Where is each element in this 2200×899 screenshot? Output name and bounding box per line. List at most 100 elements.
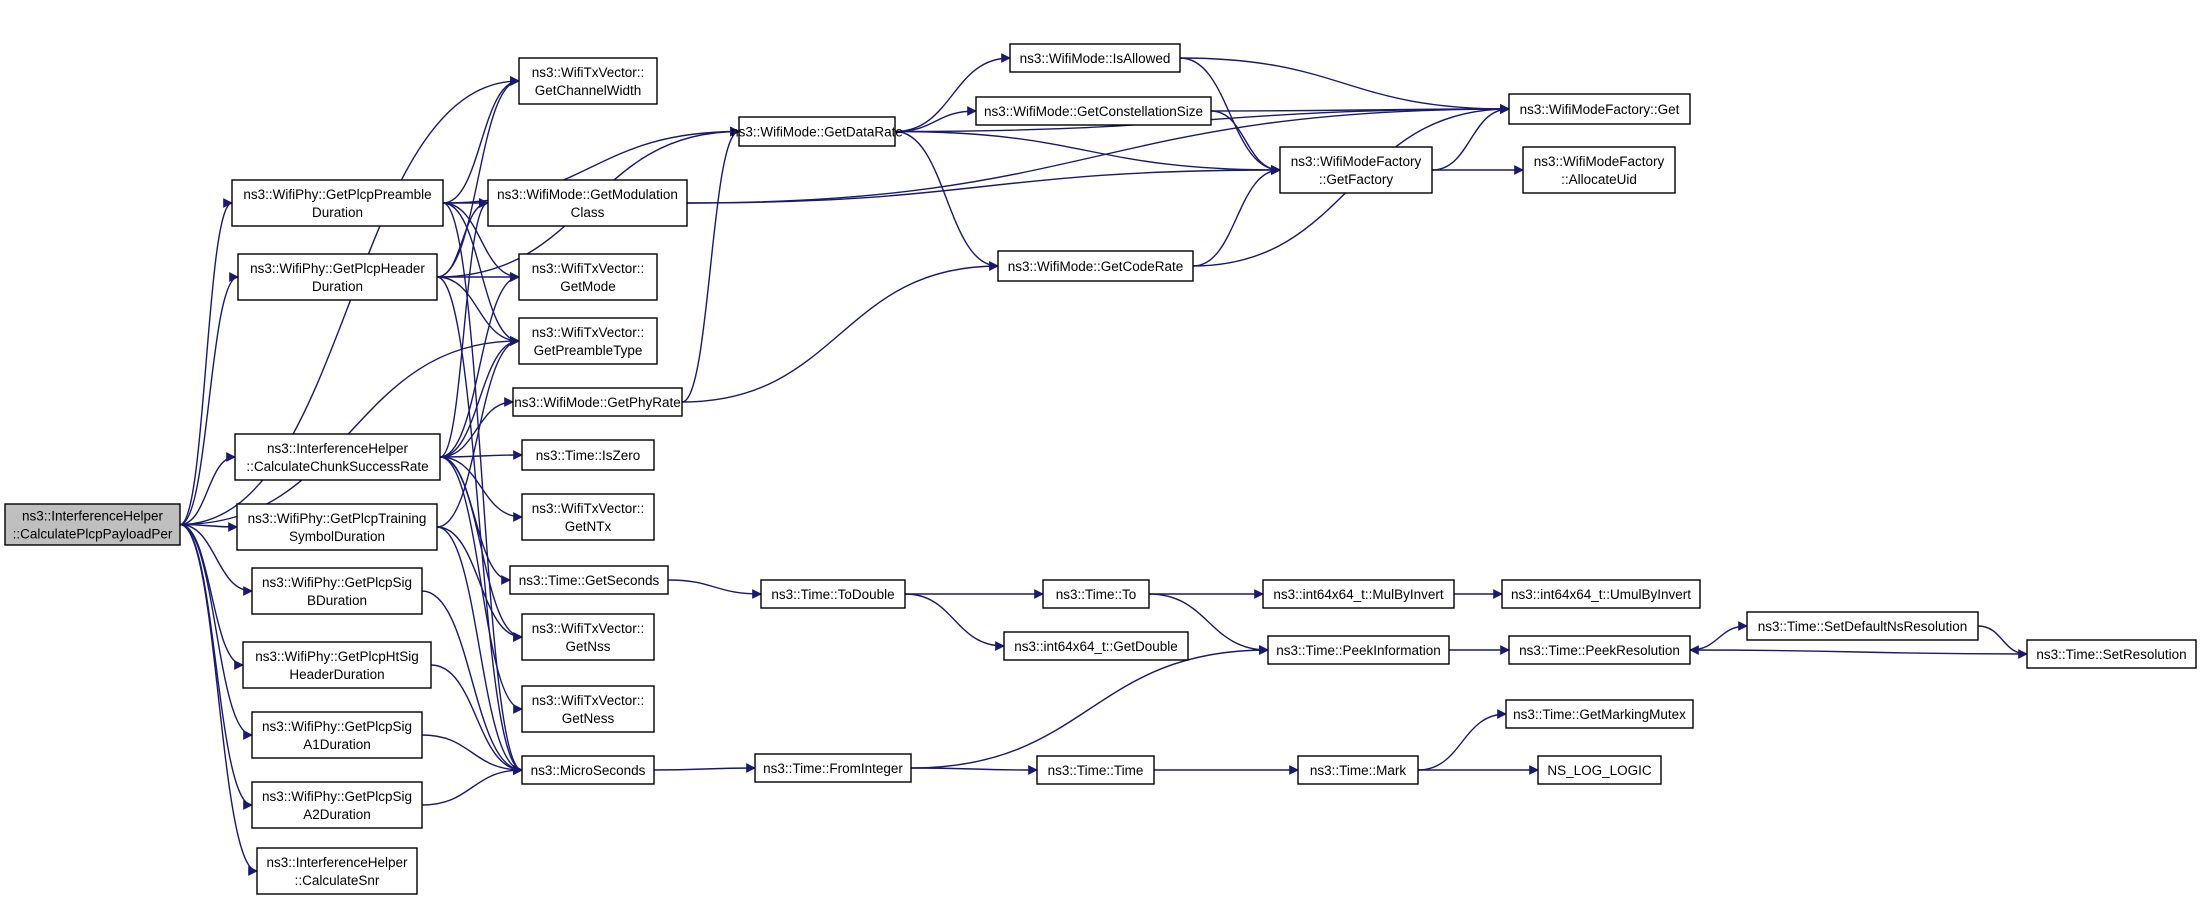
node-ns3-int64x64-t-umulbyinvert[interactable]: ns3::int64x64_t::UmulByInvert: [1501, 579, 1701, 609]
node-box: [521, 755, 655, 785]
node-label: ns3::WifiMode::IsAllowed: [1020, 51, 1171, 66]
node-ns3-wifimode-getdatarate[interactable]: ns3::WifiMode::GetDataRate: [731, 116, 903, 147]
node-label: ns3::Time::IsZero: [536, 448, 641, 463]
node-label: Duration: [312, 205, 363, 220]
edge-n21-to-n26: [894, 130, 999, 271]
node-label: ns3::WifiPhy::GetPlcpSig: [262, 719, 412, 734]
node-ns3-wifitxvector-getmode[interactable]: ns3::WifiTxVector::GetMode: [518, 253, 658, 301]
node-ns3-wifimode-getconstellationsize[interactable]: ns3::WifiMode::GetConstellationSize: [975, 96, 1212, 126]
node-label: ::AllocateUid: [1561, 172, 1637, 187]
node-box: [251, 567, 423, 615]
node-ns3-interferencehelper-calculateplcppayloadper[interactable]: ns3::InterferenceHelper::CalculatePlcpPa…: [4, 503, 181, 546]
node-box: [1009, 43, 1181, 73]
edge-root-to-n4: [179, 272, 239, 526]
edge-root-to-n1: [179, 76, 520, 526]
edge-n7-to-n26: [681, 261, 999, 403]
node-ns3-wifitxvector-getntx[interactable]: ns3::WifiTxVector::GetNTx: [521, 493, 655, 541]
node-ns3-wifitxvector-getnss[interactable]: ns3::WifiTxVector::GetNss: [521, 613, 655, 661]
node-label: ns3::InterferenceHelper: [22, 509, 164, 524]
node-ns3-time-getmarkingmutex[interactable]: ns3::Time::GetMarkingMutex: [1505, 699, 1694, 729]
node-ns3-time-setresolution[interactable]: ns3::Time::SetResolution: [2026, 639, 2197, 669]
node-ns3-time-frominteger[interactable]: ns3::Time::FromInteger: [754, 753, 912, 783]
node-label: ns3::WifiTxVector::: [532, 325, 645, 340]
node-ns3-int64x64-t-mulbyinvert[interactable]: ns3::int64x64_t::MulByInvert: [1262, 579, 1455, 609]
node-label: ns3::WifiPhy::GetPlcpTraining: [248, 511, 427, 526]
node-label: ns3::Time::GetMarkingMutex: [1513, 707, 1686, 722]
node-label: GetNTx: [565, 519, 612, 534]
node-ns3-wifimodefactory-allocateuid[interactable]: ns3::WifiModeFactory::AllocateUid: [1522, 146, 1676, 194]
edge-n18-to-n23: [653, 763, 756, 773]
edge-n25-to-n30: [1210, 104, 1510, 114]
node-ns3-wifimode-isallowed[interactable]: ns3::WifiMode::IsAllowed: [1009, 43, 1181, 73]
node-label: ns3::WifiTxVector::: [532, 261, 645, 276]
node-label: A2Duration: [303, 807, 371, 822]
node-label: ns3::WifiPhy::GetPlcpSig: [262, 575, 412, 590]
node-ns3-wifimodefactory-get[interactable]: ns3::WifiModeFactory::Get: [1508, 93, 1691, 125]
node-box: [4, 503, 181, 546]
node-label: ::CalculatePlcpPayloadPer: [13, 527, 173, 542]
node-box: [518, 253, 658, 301]
node-label: ns3::WifiModeFactory: [1534, 154, 1665, 169]
node-ns3-interferencehelper-calculatesnr[interactable]: ns3::InterferenceHelper::CalculateSnr: [256, 847, 418, 895]
node-label: ns3::Time::GetSeconds: [519, 573, 660, 588]
node-label: ns3::int64x64_t::GetDouble: [1014, 639, 1178, 654]
edge-n4-to-n6: [436, 276, 520, 346]
node-box: [512, 387, 683, 417]
edge-root-to-n17: [179, 523, 253, 740]
edge-n26-to-n31: [1192, 165, 1281, 267]
edge-n8-to-n14: [439, 456, 523, 642]
node-ns3-time-to[interactable]: ns3::Time::To: [1042, 579, 1150, 609]
node-ns3-microseconds[interactable]: ns3::MicroSeconds: [521, 755, 655, 785]
edge-n15-to-n18: [430, 664, 523, 775]
node-ns3-wifiphy-getplcptraining-symbolduration[interactable]: ns3::WifiPhy::GetPlcpTrainingSymbolDurat…: [236, 503, 438, 551]
node-ns3-time-mark[interactable]: ns3::Time::Mark: [1297, 755, 1419, 785]
node-label: ns3::WifiTxVector::: [532, 693, 645, 708]
node-ns3-wifimode-getcoderate[interactable]: ns3::WifiMode::GetCodeRate: [997, 250, 1194, 282]
node-ns3-wifitxvector-getchannelwidth[interactable]: ns3::WifiTxVector::GetChannelWidth: [518, 57, 658, 105]
node-ns3-time-peekinformation[interactable]: ns3::Time::PeekInformation: [1267, 635, 1450, 665]
node-label: GetNss: [565, 639, 610, 654]
nodes-layer: ns3::InterferenceHelper::CalculatePlcpPa…: [4, 43, 2197, 895]
node-box: [738, 116, 896, 147]
edge-n21-to-n31: [894, 130, 1281, 175]
node-ns3-interferencehelper-calculatechunksuccessrate[interactable]: ns3::InterferenceHelper::CalculateChunkS…: [234, 433, 441, 481]
node-label: Duration: [312, 279, 363, 294]
node-label: A1Duration: [303, 737, 371, 752]
node-label: ns3::int64x64_t::MulByInvert: [1273, 587, 1444, 602]
edge-n8-to-n3: [439, 198, 489, 458]
node-ns3-time-todouble[interactable]: ns3::Time::ToDouble: [760, 579, 906, 609]
node-ns3-wifimode-getphyrate[interactable]: ns3::WifiMode::GetPhyRate: [512, 387, 683, 417]
node-label: ::CalculateChunkSuccessRate: [246, 459, 428, 474]
node-ns3-time-getseconds[interactable]: ns3::Time::GetSeconds: [509, 565, 669, 595]
edge-n7-to-n21: [681, 126, 740, 403]
node-ns3-wifimodefactory-getfactory[interactable]: ns3::WifiModeFactory::GetFactory: [1279, 146, 1433, 194]
node-ns3-wifitxvector-getness[interactable]: ns3::WifiTxVector::GetNess: [521, 685, 655, 733]
node-ns3-time-iszero[interactable]: ns3::Time::IsZero: [521, 439, 655, 471]
node-ns3-int64x64-t-getdouble[interactable]: ns3::int64x64_t::GetDouble: [1003, 631, 1189, 661]
edge-n23-to-n33: [910, 645, 1269, 769]
node-ns3-time-setdefaultnsresolution[interactable]: ns3::Time::SetDefaultNsResolution: [1746, 611, 1979, 641]
node-box: [1522, 146, 1676, 194]
node-ns3-time-time[interactable]: ns3::Time::Time: [1036, 755, 1155, 785]
edge-n2-to-n1: [442, 76, 520, 204]
node-box: [997, 250, 1194, 282]
node-box: [487, 179, 688, 227]
edge-n8-to-n5: [439, 272, 520, 458]
node-label: ns3::WifiTxVector::: [532, 501, 645, 516]
node-ns-log-logic[interactable]: NS_LOG_LOGIC: [1537, 755, 1662, 785]
edge-n11-to-n18: [436, 526, 523, 775]
edge-n22-to-n28: [904, 593, 1005, 651]
node-box: [521, 613, 655, 661]
node-label: ns3::int64x64_t::UmulByInvert: [1511, 587, 1691, 602]
node-ns3-wifitxvector-getpreambletype[interactable]: ns3::WifiTxVector::GetPreambleType: [518, 317, 658, 365]
node-label: ::GetFactory: [1319, 172, 1394, 187]
node-label: ns3::Time::PeekResolution: [1519, 643, 1680, 658]
node-ns3-time-peekresolution[interactable]: ns3::Time::PeekResolution: [1508, 635, 1691, 665]
